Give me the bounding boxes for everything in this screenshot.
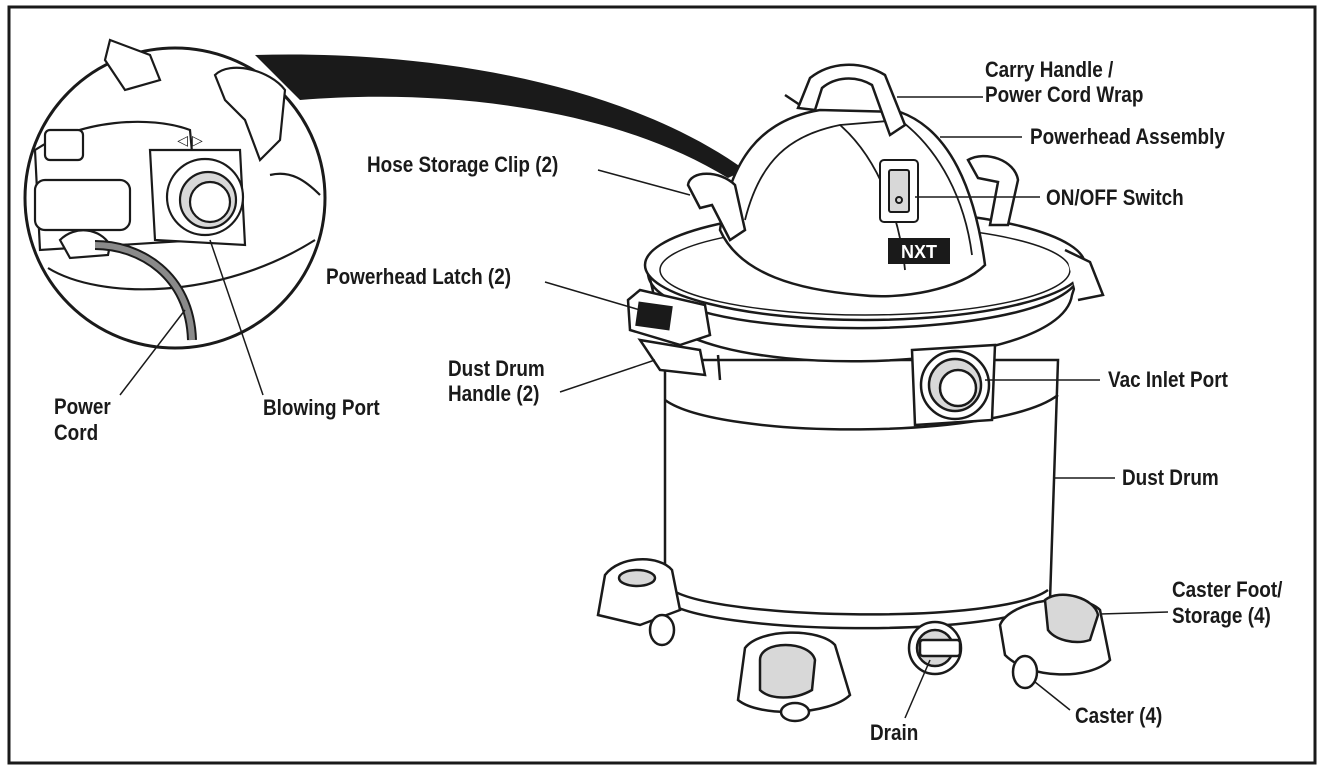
leader-lines: [119, 96, 1169, 719]
label-caster-foot-line2: Storage (4): [1172, 603, 1271, 628]
label-carry-handle-line2: Power Cord Wrap: [985, 82, 1144, 107]
nxt-logo-text: NXT: [901, 242, 937, 262]
powerhead-assembly-shape: [718, 108, 987, 298]
label-hose-storage-clip: Hose Storage Clip (2): [367, 152, 559, 177]
dust-drum: [663, 358, 1060, 630]
label-blowing-port: Blowing Port: [263, 395, 380, 420]
label-vac-inlet-port: Vac Inlet Port: [1108, 367, 1228, 392]
powerhead-latch-shape: [626, 288, 712, 347]
diagram-border: [7, 5, 1317, 765]
label-powerhead-assembly: Powerhead Assembly: [1030, 124, 1225, 149]
label-powerhead-latch: Powerhead Latch (2): [326, 264, 512, 289]
label-power-cord: Power: [54, 394, 111, 419]
carry-handle-shape: [784, 63, 907, 137]
label-dust-drum: Dust Drum: [1122, 465, 1219, 490]
label-carry-handle: Carry Handle /: [985, 57, 1114, 82]
caster-wheel-shapes: [648, 613, 1039, 723]
hose-storage-clip-shapes: [686, 154, 1020, 242]
drain-shape: [907, 620, 963, 676]
label-dust-drum-handle-line2: Handle (2): [448, 381, 540, 406]
label-dust-drum-handle: Dust Drum: [448, 356, 545, 381]
blow-symbol: ◁ ▷: [177, 132, 203, 148]
nxt-logo: NXT: [888, 238, 950, 264]
on-off-switch-shape: [879, 159, 919, 223]
label-on-off-switch: ON/OFF Switch: [1046, 185, 1184, 210]
label-caster-foot: Caster Foot/: [1172, 577, 1283, 602]
label-power-cord-line2: Cord: [54, 420, 99, 445]
vac-inlet-port-shape: [910, 343, 997, 427]
label-caster: Caster (4): [1075, 703, 1163, 728]
blowing-port-inset: ◁ ▷: [23, 38, 327, 350]
label-drain: Drain: [870, 720, 919, 745]
inset-zoom-beam: [255, 54, 745, 178]
